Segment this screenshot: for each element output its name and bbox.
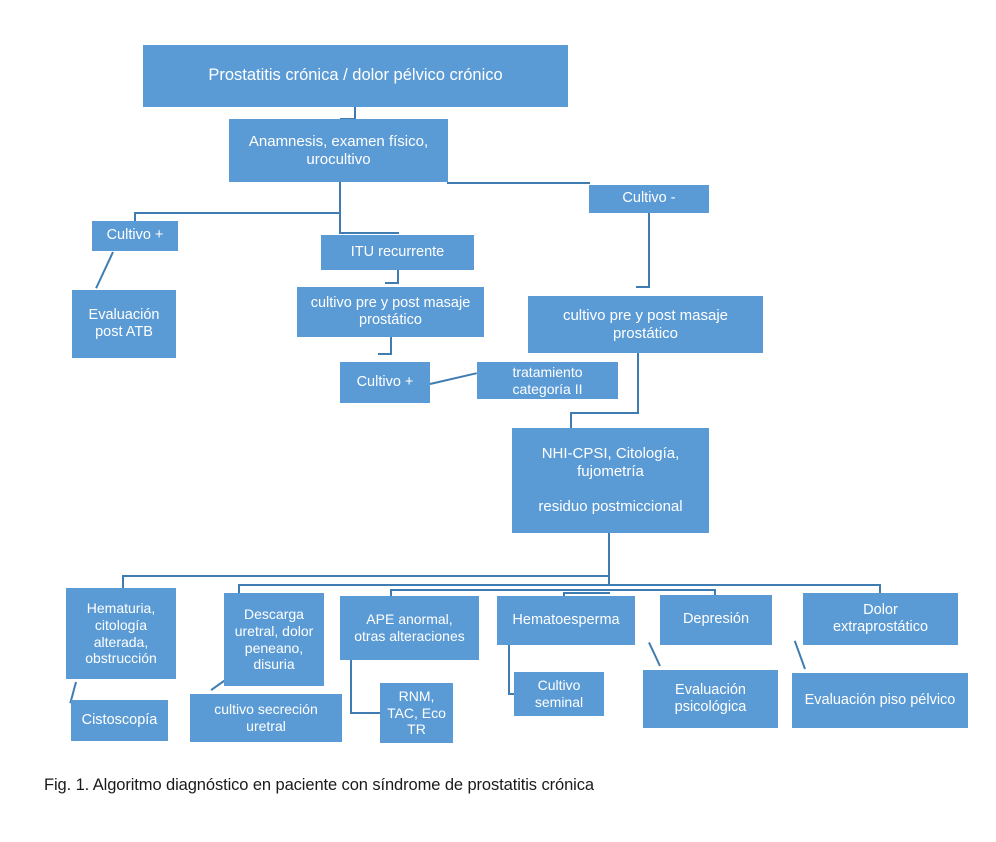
- node-nhi-cpsi[interactable]: NHI-CPSI, Citología, fujometría residuo …: [512, 428, 709, 533]
- connector-itu-to-cultivo-masaje-vertical: [397, 270, 399, 284]
- connector-cultivo-pos2-to-tratamiento: [429, 372, 477, 385]
- connector-anamnesis-to-cultivo-pos-horizontal: [134, 212, 341, 214]
- connector-fan-bar-descarga: [238, 584, 610, 586]
- node-cultivo-masaje-izquierda[interactable]: cultivo pre y post masaje prostático: [297, 287, 484, 337]
- node-cultivo-negativo[interactable]: Cultivo -: [589, 185, 709, 213]
- connector-fan-drop-depresion: [714, 589, 716, 595]
- node-cultivo-seminal[interactable]: Cultivo seminal: [514, 672, 604, 716]
- connector-anamnesis-stem: [339, 181, 341, 213]
- node-anamnesis[interactable]: Anamnesis, examen físico, urocultivo: [229, 119, 448, 182]
- connector-fan-drop-hematuria: [122, 575, 124, 589]
- connector-cultivo-neg-to-masaje-der-horizontal: [636, 286, 650, 288]
- node-cistoscopia[interactable]: Cistoscopía: [71, 700, 168, 741]
- connector-fan-bar-depresion: [608, 589, 716, 591]
- connector-nhicpsi-fan-stem: [608, 532, 610, 585]
- connector-cultivo-neg-to-masaje-der-vertical: [648, 212, 650, 288]
- connector-fan-drop-dolor: [879, 584, 881, 594]
- node-depresion[interactable]: Depresión: [660, 595, 772, 645]
- node-evaluacion-piso-pelvico[interactable]: Evaluación piso pélvico: [792, 673, 968, 728]
- connector-cultivo-pos-to-evaluacion-atb: [95, 251, 114, 289]
- node-cultivo-positivo-2[interactable]: Cultivo +: [340, 362, 430, 403]
- node-tratamiento-categoria-2[interactable]: tratamiento categoría II: [477, 362, 618, 399]
- node-cultivo-secrecion-uretral[interactable]: cultivo secreción uretral: [190, 694, 342, 742]
- node-dolor-extraprostatico[interactable]: Dolor extraprostático: [803, 593, 958, 645]
- connector-masaje-izq-to-cultivo-pos2-vertical: [390, 337, 392, 355]
- node-root[interactable]: Prostatitis crónica / dolor pélvico crón…: [143, 45, 568, 107]
- node-hematoesperma[interactable]: Hematoesperma: [497, 596, 635, 645]
- connector-ape-to-rnm-horizontal: [350, 712, 382, 714]
- connector-anamnesis-to-cultivo-neg-horizontal: [447, 182, 590, 184]
- connector-anamnesis-to-itu-horizontal: [339, 232, 399, 234]
- connector-hematoesperma-to-cultivo-seminal-vertical: [508, 645, 510, 695]
- connector-itu-to-cultivo-masaje-horizontal: [385, 282, 399, 284]
- connector-hematoesperma-to-cultivo-seminal-horizontal: [508, 693, 516, 695]
- connector-ape-to-rnm-vertical: [350, 660, 352, 714]
- connector-root-to-anamnesis-vertical: [354, 106, 356, 120]
- connector-fan-drop-descarga: [238, 584, 240, 593]
- connector-depresion-to-evaluacion-psicologica: [648, 642, 661, 667]
- node-descarga-uretral[interactable]: Descarga uretral, dolor peneano, disuria: [224, 593, 324, 686]
- connector-masaje-izq-to-cultivo-pos2-horizontal: [378, 353, 392, 355]
- connector-fan-bar-dolor: [608, 584, 881, 586]
- connector-fan-drop-ape: [390, 589, 392, 597]
- connector-tratamiento-to-nhicpsi-vertical: [570, 412, 572, 428]
- figure-caption: Fig. 1. Algoritmo diagnóstico en pacient…: [44, 776, 594, 794]
- node-rnm-tac-eco-tr[interactable]: RNM, TAC, Eco TR: [380, 683, 453, 743]
- node-evaluacion-post-atb[interactable]: Evaluación post ATB: [72, 290, 176, 358]
- node-itu-recurrente[interactable]: ITU recurrente: [321, 235, 474, 270]
- node-hematuria[interactable]: Hematuria, citología alterada, obstrucci…: [66, 588, 176, 679]
- connector-fan-bar-ape: [390, 589, 610, 591]
- node-ape-anormal[interactable]: APE anormal, otras alteraciones: [340, 596, 479, 660]
- connector-anamnesis-to-itu-vertical: [339, 213, 341, 233]
- connector-anamnesis-to-cultivo-pos-vertical: [134, 212, 136, 222]
- connector-fan-bar-hematoesperma: [563, 592, 610, 594]
- connector-masaje-der-to-nhicpsi-vertical: [637, 352, 639, 414]
- connector-tratamiento-to-nhicpsi-horizontal: [570, 412, 639, 414]
- node-evaluacion-psicologica[interactable]: Evaluación psicológica: [643, 670, 778, 728]
- connector-fan-bar-hematuria: [122, 575, 610, 577]
- node-cultivo-masaje-derecha[interactable]: cultivo pre y post masaje prostático: [528, 296, 763, 353]
- connector-fan-drop-hematoesperma: [563, 592, 565, 597]
- node-cultivo-positivo-1[interactable]: Cultivo +: [92, 221, 178, 251]
